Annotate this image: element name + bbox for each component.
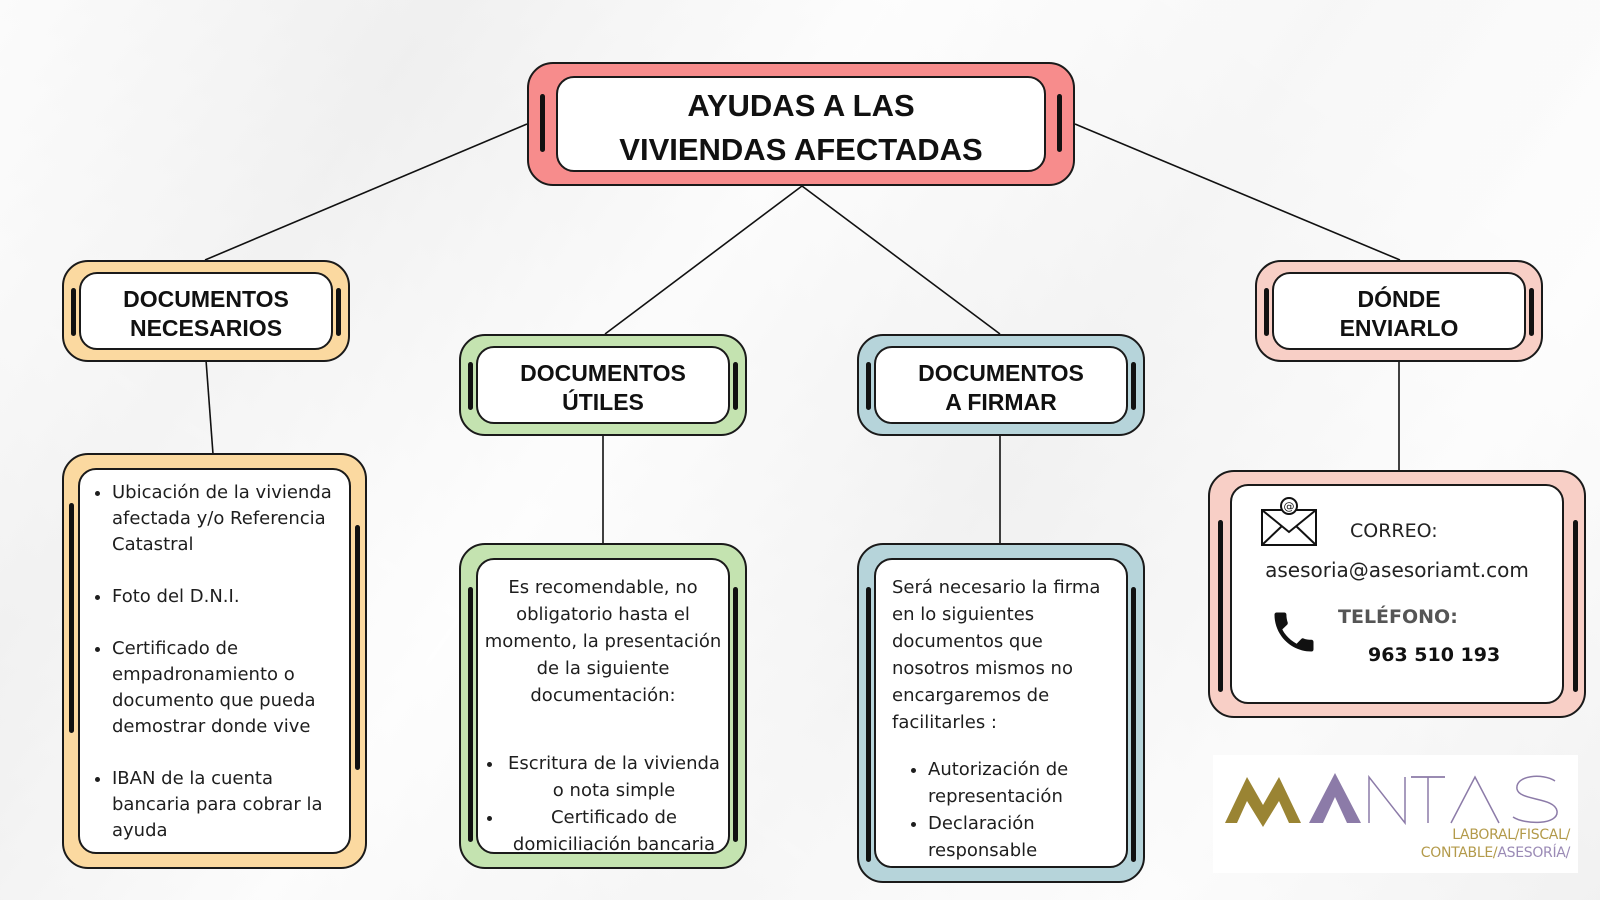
utiles-intro: Es recomendable, no obligatorio hasta el…: [484, 577, 722, 706]
utiles-title-line1: DOCUMENTOS: [520, 360, 686, 386]
utiles-body: Es recomendable, no obligatorio hasta el…: [459, 543, 747, 869]
logo-tagline-1: LABORAL/FISCAL/: [1452, 827, 1570, 843]
root-node: AYUDAS A LAS VIVIENDAS AFECTADAS: [527, 62, 1075, 186]
utiles-header: DOCUMENTOS ÚTILES: [459, 334, 747, 436]
firmar-intro: Será necesario la firma en lo siguientes…: [892, 577, 1101, 733]
firmar-list: Autorización de representación Declaraci…: [906, 756, 1118, 864]
list-item: Certificado de empadronamiento o documen…: [112, 636, 335, 740]
logo-tagline-2b: ASESORÍA/: [1497, 845, 1570, 861]
phone-number[interactable]: 963 510 193: [1368, 644, 1501, 666]
firmar-body: Será necesario la firma en lo siguientes…: [857, 543, 1145, 883]
list-item: Escritura de la vivienda o nota simple: [504, 750, 724, 804]
logo-tagline-2a: CONTABLE/: [1420, 845, 1498, 861]
enviar-body: @ CORREO: asesoria@asesoriamt.com TELÉFO…: [1208, 470, 1586, 718]
necesarios-title-line1: DOCUMENTOS: [123, 286, 289, 312]
necesarios-header: DOCUMENTOS NECESARIOS: [62, 260, 350, 362]
firmar-title-line2: A FIRMAR: [945, 389, 1057, 415]
necesarios-title-line2: NECESARIOS: [129, 315, 283, 341]
root-title-line1: AYUDAS A LAS: [687, 88, 915, 123]
company-logo: LABORAL/FISCAL/ CONTABLE/ASESORÍA/: [1213, 755, 1578, 873]
logo-mark-icon: [1225, 773, 1558, 827]
list-item: Declaración responsable: [928, 810, 1118, 864]
list-item: IBAN de la cuenta bancaria para cobrar l…: [112, 766, 335, 844]
firmar-header: DOCUMENTOS A FIRMAR: [857, 334, 1145, 436]
root-title-line2: VIVIENDAS AFECTADAS: [619, 132, 983, 167]
enviar-title-line2: ENVIARLO: [1339, 315, 1459, 341]
necesarios-list: Ubicación de la vivienda afectada y/o Re…: [90, 480, 335, 844]
envelope-at-icon: @: [1261, 497, 1317, 546]
firmar-title-line1: DOCUMENTOS: [918, 360, 1084, 386]
necesarios-body: Ubicación de la vivienda afectada y/o Re…: [62, 453, 367, 869]
list-item: Foto del D.N.I.: [112, 584, 335, 610]
list-item: Autorización de representación: [928, 756, 1118, 810]
email-label: CORREO:: [1350, 520, 1438, 542]
svg-text:@: @: [1284, 500, 1295, 513]
phone-label: TELÉFONO:: [1338, 606, 1458, 628]
utiles-list: Escritura de la vivienda o nota simple C…: [482, 750, 724, 858]
email-link[interactable]: asesoria@asesoriamt.com: [1265, 558, 1529, 582]
enviar-header: DÓNDE ENVIARLO: [1255, 260, 1543, 362]
enviar-title-line1: DÓNDE: [1357, 286, 1441, 312]
list-item: Certificado de domiciliación bancaria: [504, 804, 724, 858]
utiles-title-line2: ÚTILES: [562, 389, 644, 415]
phone-icon: [1274, 612, 1314, 652]
list-item: Ubicación de la vivienda afectada y/o Re…: [112, 480, 335, 558]
